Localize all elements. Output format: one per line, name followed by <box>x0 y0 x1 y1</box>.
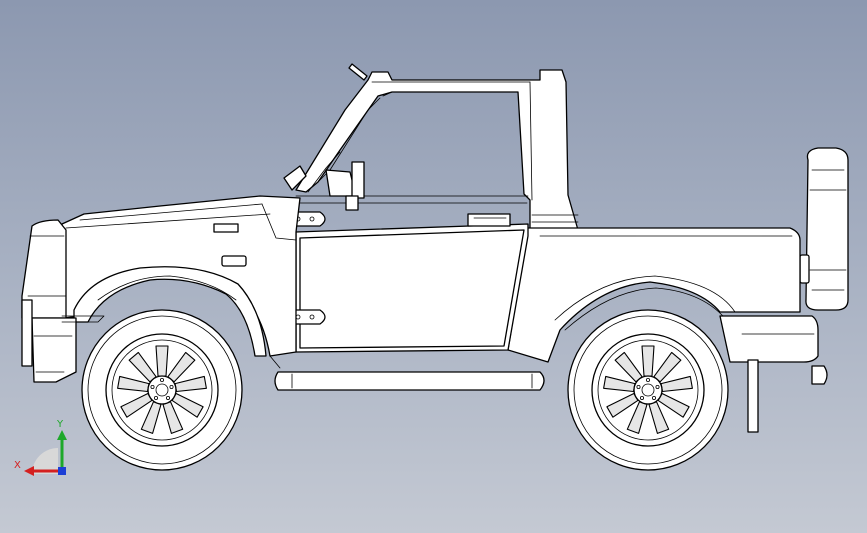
windshield-frame <box>295 63 579 231</box>
spare-wheel <box>799 147 849 311</box>
front-body <box>21 165 307 383</box>
x-axis-arrowhead <box>24 466 34 476</box>
z-axis-marker <box>58 467 66 475</box>
front-wheel <box>81 309 243 471</box>
coordinate-triad[interactable]: Y X <box>10 410 80 480</box>
triad-plane-shade <box>32 448 58 474</box>
side-step <box>269 355 545 391</box>
y-axis-arrowhead <box>57 430 67 440</box>
x-axis-label: X <box>14 460 21 471</box>
door-panel <box>279 151 529 353</box>
rear-wheel <box>567 309 729 471</box>
rear-body <box>507 227 828 433</box>
y-axis-label: Y <box>56 419 64 430</box>
